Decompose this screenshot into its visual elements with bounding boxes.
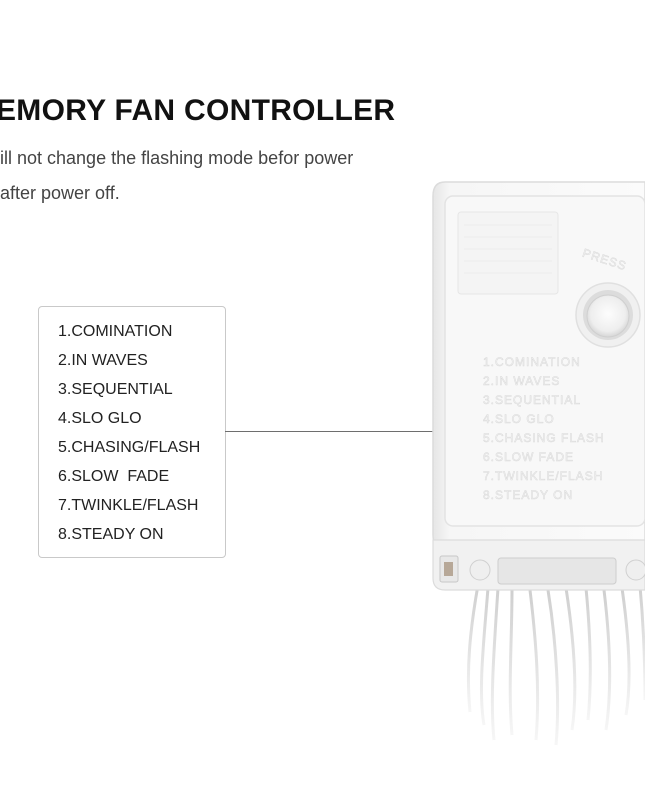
embossed-mode-item: 4.SLO GLO (483, 412, 555, 426)
mode-item: 3.SEQUENTIAL (58, 381, 173, 398)
wire-bundle (466, 584, 645, 746)
embossed-mode-item: 5.CHASING FLASH (483, 431, 605, 445)
page-title: EMORY FAN CONTROLLER (0, 94, 396, 127)
embossed-label-plate (457, 211, 559, 295)
embossed-mode-item: 3.SEQUENTIAL (483, 393, 581, 407)
mode-item: 5.CHASING/FLASH (58, 439, 201, 456)
wire-outlet-section (432, 539, 645, 591)
mode-item: 7.TWINKLE/FLASH (58, 497, 199, 514)
embossed-mode-item: 6.SLOW FADE (483, 450, 574, 464)
mode-item: 4.SLO GLO (58, 410, 142, 427)
press-button[interactable] (575, 282, 641, 348)
embossed-mode-item: 7.TWINKLE/FLASH (483, 469, 603, 483)
description-line-1: ill not change the flashing mode befor p… (0, 148, 354, 168)
embossed-mode-item: 2.IN WAVES (483, 374, 560, 388)
mode-list-callout: 1.COMINATION 2.IN WAVES 3.SEQUENTIAL 4.S… (38, 306, 226, 558)
mode-list: 1.COMINATION 2.IN WAVES 3.SEQUENTIAL 4.S… (39, 307, 225, 549)
embossed-mode-item: 8.STEADY ON (483, 488, 573, 502)
mode-item: 6.SLOW FADE (58, 468, 170, 485)
mode-item: 1.COMINATION (58, 323, 173, 340)
mode-item: 2.IN WAVES (58, 352, 148, 369)
embossed-mode-labels: 1.COMINATION 2.IN WAVES 3.SEQUENTIAL 4.S… (483, 355, 605, 503)
description-line-2: after power off. (0, 183, 120, 203)
embossed-mode-item: 1.COMINATION (483, 355, 581, 369)
mode-item: 8.STEADY ON (58, 526, 164, 543)
callout-connector-line (225, 431, 453, 432)
